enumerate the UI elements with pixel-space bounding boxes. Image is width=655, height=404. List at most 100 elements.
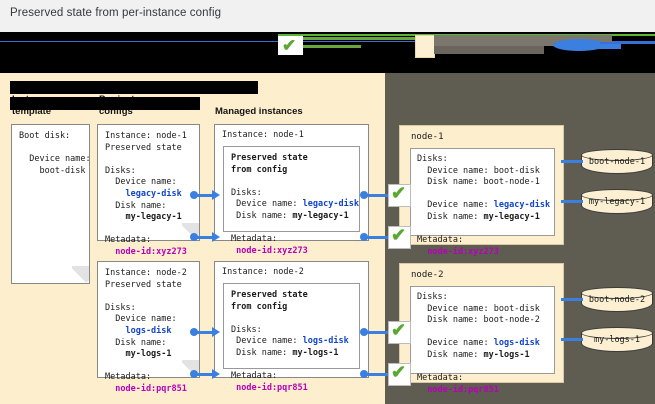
disk-label: boot-node-2	[588, 295, 646, 305]
n2-metadata-label: Metadata:	[417, 373, 464, 384]
mi1-device-value: legacy-disk	[302, 199, 359, 210]
mi1-disks-label: Disks:	[231, 187, 262, 198]
pic2-metadata-label: Metadata:	[105, 372, 152, 383]
connector-dot	[360, 328, 368, 336]
connector-line	[197, 372, 213, 376]
pic2-header: Instance: node-2 Preserved state	[105, 268, 187, 290]
pic1-disk-value: my-legacy-1	[105, 212, 182, 223]
column-header-right-redacted	[10, 81, 260, 113]
mi1-disk-label: Disk name:	[231, 210, 293, 221]
n2-boot-device-value: boot-disk	[493, 303, 540, 314]
managed-instance-node-1-header: Instance: node-1	[222, 130, 304, 140]
mi2-metadata-value: node-id:pqr851	[231, 382, 308, 393]
pic2-disk-value: my-logs-1	[105, 349, 172, 360]
redacted-bar-2	[10, 97, 200, 110]
connector-arrow	[212, 327, 220, 337]
legend-grey-bar-1	[434, 35, 612, 46]
cylinder-top	[581, 287, 653, 299]
disk-connector-line	[561, 338, 583, 341]
pic2-disk-label: Disk name:	[105, 337, 167, 348]
disk-cylinder-my-logs-1: my-logs-1	[581, 327, 653, 353]
disk-label: my-logs-1	[593, 335, 641, 345]
n1-boot-device-value: boot-disk	[493, 165, 540, 176]
disk-cylinder-boot-node-2: boot-node-2	[581, 287, 653, 313]
connector-line	[197, 330, 213, 334]
mi2-inner-title: Preserved state from config	[231, 290, 308, 312]
node-2-detail-text: Disks: Device name: boot-disk Disk name:…	[411, 287, 554, 401]
legend-check-icon: ✔	[278, 36, 303, 55]
node-1-detail-text: Disks: Device name: boot-disk Disk name:…	[411, 149, 554, 263]
legend-blue-line	[600, 42, 655, 44]
disk-connector-line	[561, 160, 583, 163]
disk-connector-line	[561, 200, 583, 203]
cylinder-top	[581, 327, 653, 339]
managed-instance-node-2-header: Instance: node-2	[222, 267, 304, 277]
disk-label: boot-node-1	[588, 157, 646, 167]
pic2-device-value: logs-disk	[105, 325, 172, 336]
n1-disks-label: Disks:	[417, 154, 448, 164]
n2-disks-label: Disks:	[417, 292, 448, 302]
cylinder-top	[581, 189, 653, 201]
pic1-metadata-value: node-id:xyz273	[105, 246, 187, 257]
n1-extra-disk-value: my-legacy-1	[483, 211, 540, 222]
mi1-metadata-label: Metadata:	[231, 234, 278, 245]
mi2-device-label: Device name:	[231, 336, 303, 347]
n2-boot-disk-value: boot-node-2	[483, 315, 540, 326]
status-check-icon	[388, 225, 411, 249]
legend-cream-box-icon	[415, 35, 435, 58]
status-check-icon	[388, 183, 411, 207]
mi2-metadata-label: Metadata:	[231, 371, 278, 382]
disk-connector-line	[561, 298, 583, 301]
node-2-title: node-2	[411, 270, 444, 280]
node-group-node-2: node-2 Disks: Device name: boot-disk Dis…	[399, 263, 564, 395]
status-check-icon	[388, 362, 411, 386]
pic1-header: Instance: node-1 Preserved state	[105, 131, 187, 153]
preserved-state-node-2-text: Preserved state from config Disks: Devic…	[224, 284, 359, 400]
per-instance-config-node-2-text: Instance: node-2 Preserved state Disks: …	[98, 262, 199, 402]
instance-template-text: Boot disk: Device name: boot-disk	[19, 131, 91, 176]
page-title: Preserved state from per-instance config	[10, 7, 222, 19]
n1-metadata-label: Metadata:	[417, 235, 464, 246]
connector-dot	[190, 370, 198, 378]
preserved-state-inner-card-node-2: Preserved state from config Disks: Devic…	[223, 283, 360, 393]
n1-extra-disk-label: Disk name:	[417, 211, 484, 222]
connector-line	[367, 330, 389, 334]
n1-boot-device-label: Device name:	[417, 165, 494, 176]
connector-line	[367, 235, 389, 239]
n2-extra-device-label: Device name:	[417, 338, 494, 349]
managed-instance-card-node-1: Instance: node-1 Preserved state from co…	[214, 124, 369, 256]
disk-cylinder-my-legacy-1: my-legacy-1	[581, 189, 653, 215]
per-instance-config-card-node-1: Instance: node-1 Preserved state Disks: …	[97, 124, 200, 257]
pic1-disks-label: Disks:	[105, 165, 136, 176]
mi1-metadata-value: node-id:xyz273	[231, 245, 308, 256]
managed-instances-line1: Managed instances	[215, 106, 303, 117]
legend-green-bar-2	[303, 45, 361, 48]
n1-extra-device-value: legacy-disk	[493, 200, 551, 211]
connector-dot	[190, 233, 198, 241]
pic2-device-label: Device name:	[105, 314, 177, 325]
pic2-metadata-value: node-id:pqr851	[105, 383, 187, 394]
connector-dot	[190, 191, 198, 199]
connector-line	[197, 193, 213, 197]
legend-band: ✔	[0, 32, 655, 73]
node-group-node-1: node-1 Disks: Device name: boot-disk Dis…	[399, 125, 564, 257]
per-instance-config-card-node-2: Instance: node-2 Preserved state Disks: …	[97, 261, 200, 394]
per-instance-config-node-1-text: Instance: node-1 Preserved state Disks: …	[98, 125, 199, 265]
page-fold-icon	[72, 266, 89, 283]
pic1-disk-label: Disk name:	[105, 200, 167, 211]
redacted-bar-1	[10, 81, 258, 94]
n1-boot-disk-value: boot-node-1	[483, 177, 540, 188]
connector-dot	[360, 233, 368, 241]
preserved-state-node-1-text: Preserved state from config Disks: Devic…	[224, 147, 359, 263]
mi2-device-value: logs-disk	[302, 336, 349, 347]
pic1-metadata-label: Metadata:	[105, 235, 152, 246]
cylinder-top	[581, 149, 653, 161]
status-check-icon	[388, 320, 411, 344]
legend-blue-rule	[0, 41, 655, 42]
legend-blue-arrow-tail	[585, 42, 621, 49]
mi1-disk-value: my-legacy-1	[292, 210, 349, 221]
n2-extra-disk-label: Disk name:	[417, 349, 484, 360]
mi1-inner-title: Preserved state from config	[231, 153, 308, 175]
legend-grey-bar-2	[434, 46, 544, 54]
